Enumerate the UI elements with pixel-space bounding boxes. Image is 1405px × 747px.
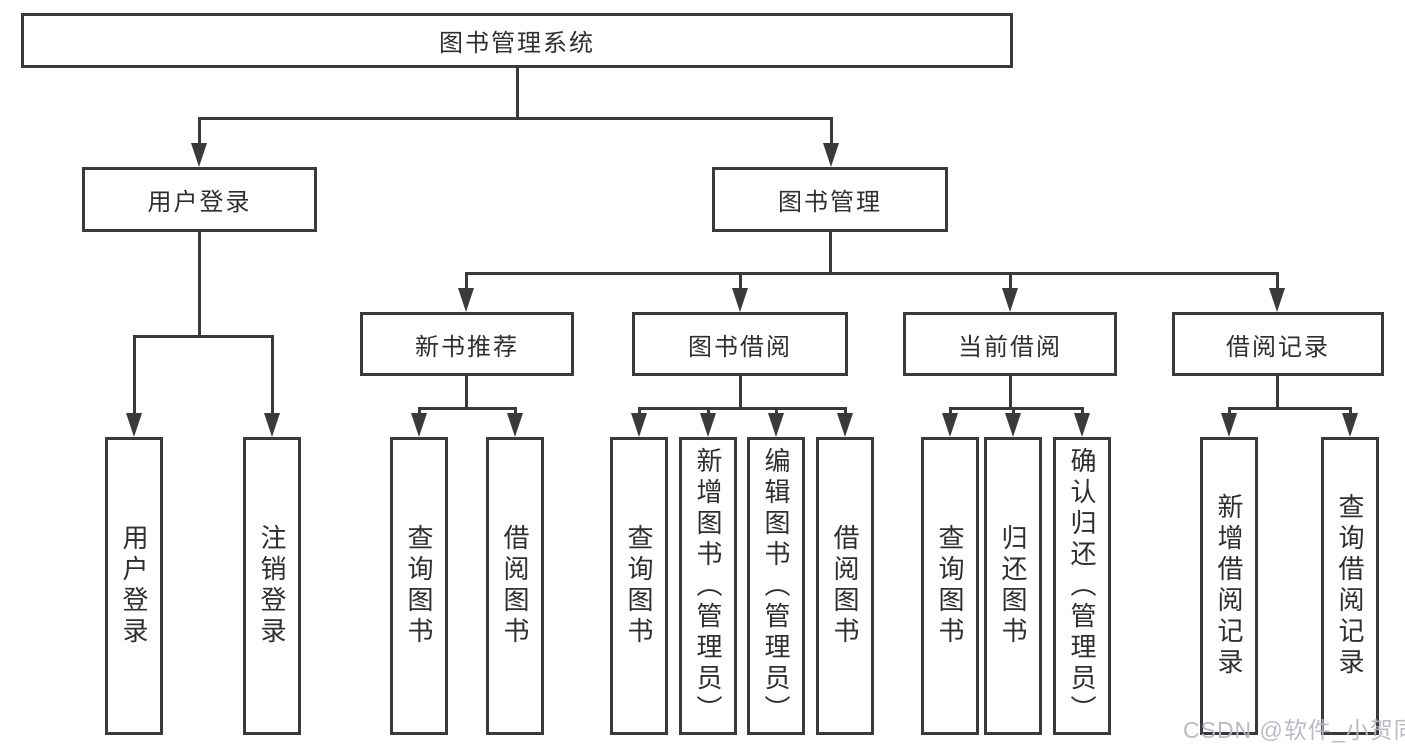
leaf-logout-label: 注销登录 <box>257 524 287 648</box>
leaf-edit-book-admin-label: 编辑图书（管理员） <box>761 446 791 726</box>
leaf-add-book-admin: 新增图书（管理员） <box>679 437 737 735</box>
leaf-query-books-borrow-label: 查询图书 <box>624 524 654 648</box>
leaf-query-books-recommend: 查询图书 <box>390 437 448 735</box>
connector-new-book-shaft <box>465 272 468 292</box>
connector-leaf-shaft <box>1228 407 1231 417</box>
connector-borrow-records-bar <box>1228 407 1351 410</box>
connector-current-borrow-shaft <box>1009 272 1012 292</box>
node-book-borrow: 图书借阅 <box>632 312 848 376</box>
connector-leaf-shaft <box>844 407 847 417</box>
node-current-borrow-label: 当前借阅 <box>958 333 1062 361</box>
connector-leaf-shaft <box>638 407 641 417</box>
connector-leaf-logout-shaft <box>271 335 274 417</box>
connector-leaf-shaft <box>1349 407 1352 417</box>
connector-root-bar <box>198 117 833 120</box>
node-borrow-records: 借阅记录 <box>1172 312 1384 376</box>
node-borrow-records-label: 借阅记录 <box>1226 333 1330 361</box>
leaf-query-borrow-record: 查询借阅记录 <box>1321 437 1379 735</box>
connector-leaf-shaft <box>949 407 952 417</box>
connector-current-borrow-bar <box>949 407 1083 410</box>
node-book-borrow-label: 图书借阅 <box>688 333 792 361</box>
leaf-confirm-return-admin: 确认归还（管理员） <box>1053 437 1111 735</box>
arrowhead-down-icon <box>1269 288 1285 312</box>
arrowhead-down-icon <box>732 288 748 312</box>
leaf-borrow-books-label: 借阅图书 <box>830 524 860 648</box>
node-current-borrow: 当前借阅 <box>903 312 1117 376</box>
leaf-add-borrow-record-label: 新增借阅记录 <box>1214 493 1244 679</box>
node-new-book-recommend-label: 新书推荐 <box>415 333 519 361</box>
node-root-label: 图书管理系统 <box>439 30 595 57</box>
connector-root-drop <box>516 66 519 117</box>
connector-leaf-user-login-shaft <box>133 335 136 417</box>
connector-leaf-shaft <box>1012 407 1015 417</box>
leaf-query-books-current-label: 查询图书 <box>935 524 965 648</box>
leaf-query-books-recommend-label: 查询图书 <box>404 524 434 648</box>
leaf-return-book: 归还图书 <box>984 437 1042 735</box>
connector-borrow-records-shaft <box>1276 272 1279 292</box>
leaf-borrow-books: 借阅图书 <box>816 437 874 735</box>
node-new-book-recommend: 新书推荐 <box>360 312 574 376</box>
connector-book-borrow-shaft <box>739 272 742 292</box>
arrowhead-down-icon <box>837 413 853 437</box>
leaf-user-login: 用户登录 <box>105 437 163 735</box>
leaf-query-books-borrow: 查询图书 <box>610 437 668 735</box>
node-book-management: 图书管理 <box>712 167 948 232</box>
leaf-logout: 注销登录 <box>243 437 301 735</box>
leaf-add-book-admin-label: 新增图书（管理员） <box>693 446 723 726</box>
arrowhead-down-icon <box>1342 413 1358 437</box>
connector-user-login-shaft <box>198 117 201 147</box>
arrowhead-down-icon <box>768 413 784 437</box>
connector-leaf-shaft <box>514 407 517 417</box>
arrowhead-down-icon <box>631 413 647 437</box>
connector-leaf-shaft <box>775 407 778 417</box>
arrowhead-down-icon <box>507 413 523 437</box>
leaf-query-borrow-record-label: 查询借阅记录 <box>1335 493 1365 679</box>
connector-leaf-shaft <box>1081 407 1084 417</box>
arrowhead-down-icon <box>264 413 280 437</box>
connector-leaf-shaft <box>707 407 710 417</box>
leaf-edit-book-admin: 编辑图书（管理员） <box>747 437 805 735</box>
arrowhead-down-icon <box>1221 413 1237 437</box>
arrowhead-down-icon <box>458 288 474 312</box>
leaf-user-login-label: 用户登录 <box>119 524 149 648</box>
leaf-return-book-label: 归还图书 <box>998 524 1028 648</box>
node-root: 图书管理系统 <box>21 13 1013 68</box>
arrowhead-down-icon <box>1074 413 1090 437</box>
connector-new-book-drop <box>465 374 468 407</box>
node-book-management-label: 图书管理 <box>778 189 882 216</box>
node-user-login-label: 用户登录 <box>147 189 252 216</box>
connector-book-mgmt-bar <box>465 272 1279 275</box>
connector-new-book-bar <box>418 407 517 410</box>
node-user-login: 用户登录 <box>82 167 317 232</box>
connector-borrow-records-drop <box>1276 374 1279 407</box>
leaf-borrow-books-recommend: 借阅图书 <box>486 437 544 735</box>
arrowhead-down-icon <box>942 413 958 437</box>
connector-book-mgmt-shaft <box>830 117 833 147</box>
connector-book-borrow-bar <box>638 407 846 410</box>
arrowhead-down-icon <box>126 413 142 437</box>
arrowhead-down-icon <box>823 143 839 167</box>
arrowhead-down-icon <box>411 413 427 437</box>
connector-book-borrow-drop <box>739 374 742 407</box>
leaf-borrow-books-recommend-label: 借阅图书 <box>500 524 530 648</box>
leaf-add-borrow-record: 新增借阅记录 <box>1200 437 1258 735</box>
connector-book-mgmt-drop <box>829 230 832 272</box>
csdn-watermark: CSDN @软件_小贺同学 <box>1183 717 1405 743</box>
connector-leaf-shaft <box>418 407 421 417</box>
arrowhead-down-icon <box>1002 288 1018 312</box>
arrowhead-down-icon <box>1005 413 1021 437</box>
arrowhead-down-icon <box>700 413 716 437</box>
connector-current-borrow-drop <box>1009 374 1012 407</box>
connector-user-login-drop <box>198 230 201 335</box>
arrowhead-down-icon <box>191 143 207 167</box>
connector-user-login-bar <box>133 335 274 338</box>
leaf-confirm-return-admin-label: 确认归还（管理员） <box>1067 446 1097 726</box>
leaf-query-books-current: 查询图书 <box>921 437 979 735</box>
